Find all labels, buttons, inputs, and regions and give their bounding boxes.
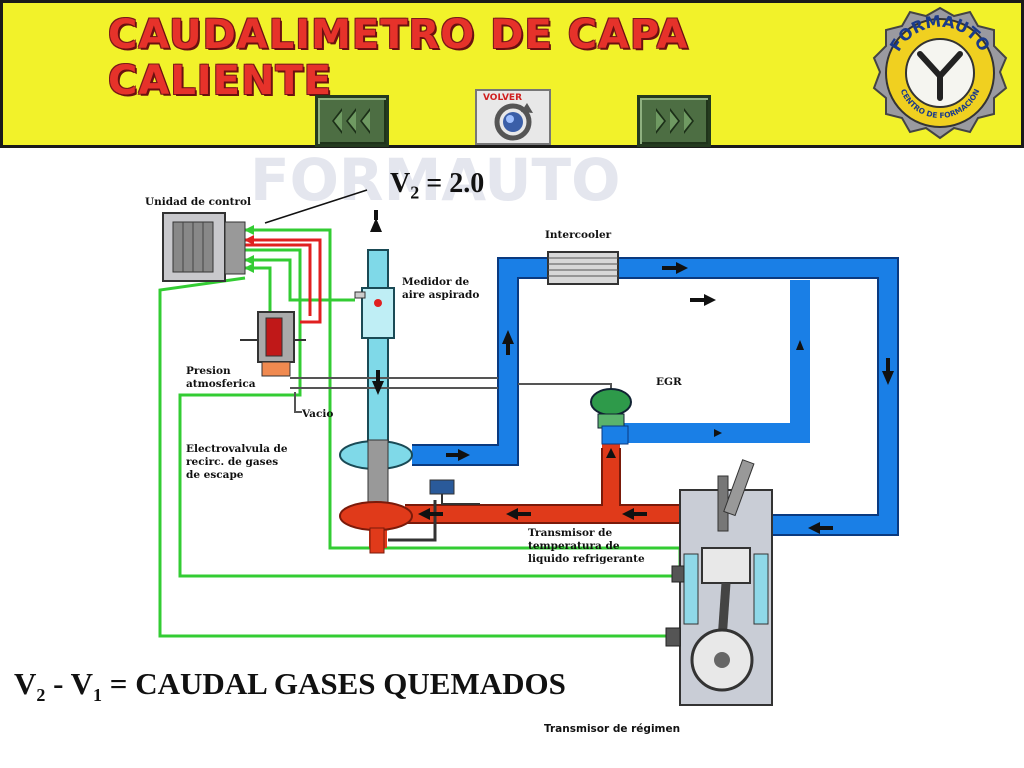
intercooler — [547, 251, 619, 285]
label-electrovalvula-line2: recirc. de gases — [186, 456, 279, 468]
egr-solenoid-valve — [240, 311, 306, 377]
engine-block — [665, 459, 773, 706]
v2-value-equation: V2 = 2.0 — [390, 168, 484, 204]
page-title: CAUDALIMETRO DE CAPA CALIENTE — [108, 12, 689, 104]
v2-pointer-line — [264, 189, 368, 224]
label-vacio: Vacio — [302, 408, 334, 420]
previous-button[interactable] — [315, 95, 389, 147]
return-arrow-icon — [494, 103, 533, 141]
watermark-logo: FORMAUTO — [250, 146, 620, 214]
vacuum-lines — [290, 377, 612, 413]
label-transmisor-temp-line1: Transmisor de — [528, 527, 613, 539]
v2-value: = 2.0 — [419, 168, 485, 199]
next-button[interactable] — [637, 95, 711, 147]
formula-v1-subscript: 1 — [93, 685, 103, 706]
volver-button[interactable]: VOLVER — [475, 89, 551, 145]
formula-minus-v1: - V — [45, 666, 94, 701]
control-unit — [162, 212, 246, 282]
egr-valve — [590, 388, 632, 445]
formula-result: = CAUDAL GASES QUEMADOS — [102, 666, 566, 701]
label-presion-line1: Presion — [186, 365, 231, 377]
triple-right-arrow-icon — [656, 108, 694, 134]
label-electrovalvula-line1: Electrovalvula de — [186, 443, 288, 455]
label-electrovalvula-line3: de escape — [186, 469, 244, 481]
burnt-gas-flow-formula: V2 - V1 = CAUDAL GASES QUEMADOS — [14, 666, 566, 706]
v2-subscript: 2 — [410, 182, 420, 203]
wire-arrowheads — [244, 225, 254, 273]
turbocharger — [339, 439, 480, 554]
label-medidor-line2: aire aspirado — [402, 289, 480, 301]
formula-v2-subscript: 2 — [36, 685, 46, 706]
volver-label: VOLVER — [483, 93, 522, 103]
label-intercooler: Intercooler — [545, 229, 612, 241]
label-transmisor-temp-line2: temperatura de — [528, 540, 620, 552]
control-wires — [245, 238, 322, 324]
formula-v2: V — [14, 666, 37, 701]
intake-pipe-outline — [412, 257, 899, 536]
label-medidor-line1: Medidor de — [402, 276, 470, 288]
label-transmisor-regimen: Transmisor de régimen — [544, 723, 681, 735]
air-mass-meter — [354, 249, 395, 451]
label-presion-line2: atmosferica — [186, 378, 256, 390]
formauto-logo: FORMAUTO CENTRO DE FORMACIÓN — [872, 6, 1008, 140]
label-transmisor-temp-line3: liquido refrigerante — [528, 553, 645, 565]
label-egr: EGR — [656, 376, 682, 388]
flow-arrows — [370, 210, 894, 534]
label-unidad-de-control: Unidad de control — [145, 196, 252, 208]
intake-pipes — [412, 258, 898, 535]
triple-left-arrow-icon — [332, 108, 370, 134]
v2-var: V — [390, 168, 411, 199]
